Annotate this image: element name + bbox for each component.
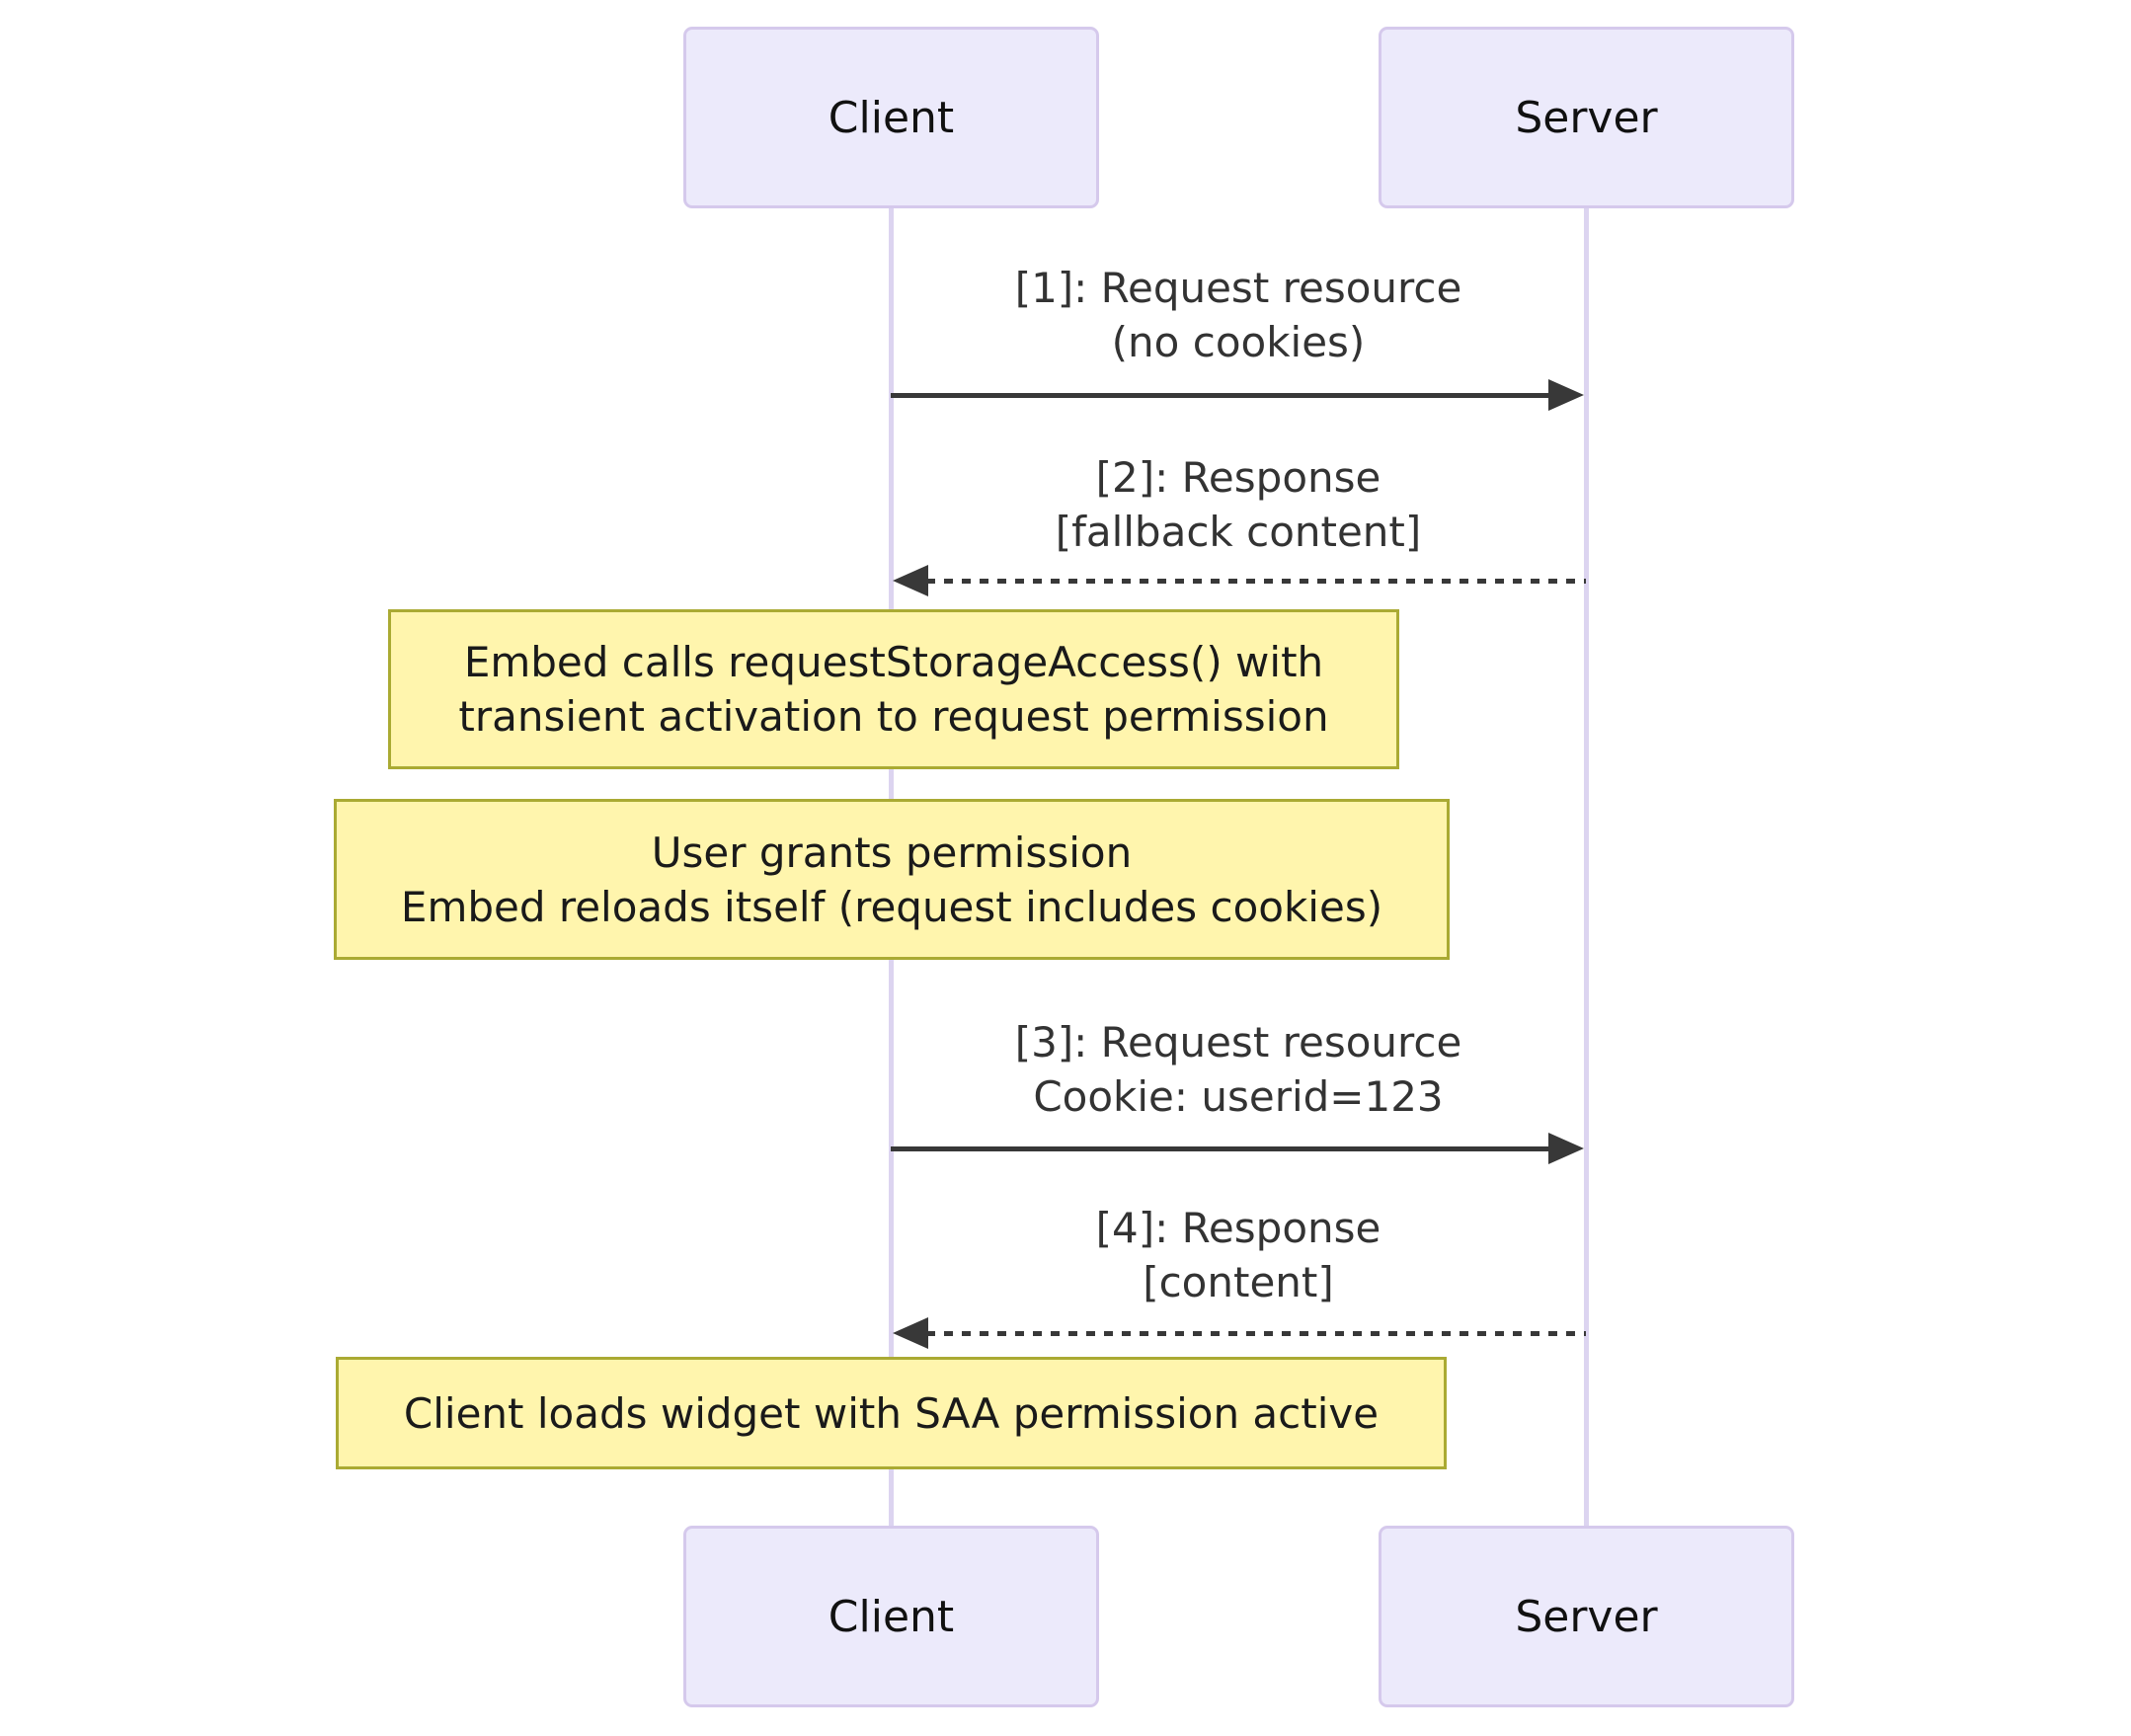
note-3-line1: Client loads widget with SAA permission …	[403, 1388, 1380, 1438]
message-4-arrow	[926, 1331, 1586, 1336]
message-2-arrow	[926, 579, 1586, 584]
note-client-loads-widget: Client loads widget with SAA permission …	[336, 1357, 1447, 1469]
message-3-line1: [3]: Request resource	[1014, 1018, 1462, 1066]
message-3-label: [3]: Request resource Cookie: userid=123	[794, 1015, 1683, 1124]
lifeline-server	[1584, 208, 1589, 1526]
note-user-grants-permission: User grants permission Embed reloads its…	[334, 799, 1450, 960]
actor-label-server-bottom: Server	[1515, 1591, 1658, 1642]
actor-label-client-bottom: Client	[828, 1591, 955, 1642]
message-2-arrowhead-icon	[893, 565, 928, 596]
actor-label-server-top: Server	[1515, 92, 1658, 143]
message-3-arrowhead-icon	[1548, 1133, 1584, 1164]
actor-label-client-top: Client	[828, 92, 955, 143]
actor-box-server-bottom: Server	[1379, 1526, 1794, 1707]
message-1-line1: [1]: Request resource	[1014, 264, 1462, 312]
message-3-arrow	[891, 1146, 1554, 1151]
actor-box-client-bottom: Client	[683, 1526, 1099, 1707]
note-1-line1: Embed calls requestStorageAccess() with	[463, 638, 1324, 686]
actor-box-server-top: Server	[1379, 27, 1794, 208]
note-2-line1: User grants permission	[651, 828, 1133, 877]
message-1-line2: (no cookies)	[1111, 318, 1366, 366]
actor-box-client-top: Client	[683, 27, 1099, 208]
message-3-line2: Cookie: userid=123	[1033, 1072, 1444, 1121]
message-4-line2: [content]	[1143, 1258, 1334, 1306]
message-2-label: [2]: Response [fallback content]	[794, 450, 1683, 559]
message-4-label: [4]: Response [content]	[794, 1201, 1683, 1309]
message-2-line2: [fallback content]	[1055, 508, 1422, 556]
message-4-line1: [4]: Response	[1095, 1204, 1381, 1252]
note-1-line2: transient activation to request permissi…	[458, 692, 1329, 741]
message-1-label: [1]: Request resource (no cookies)	[794, 261, 1683, 369]
message-1-arrow	[891, 393, 1554, 398]
message-4-arrowhead-icon	[893, 1317, 928, 1349]
message-2-line1: [2]: Response	[1095, 453, 1381, 502]
note-2-line2: Embed reloads itself (request includes c…	[400, 882, 1383, 931]
note-request-storage-access: Embed calls requestStorageAccess() with …	[388, 609, 1399, 769]
message-1-arrowhead-icon	[1548, 379, 1584, 411]
